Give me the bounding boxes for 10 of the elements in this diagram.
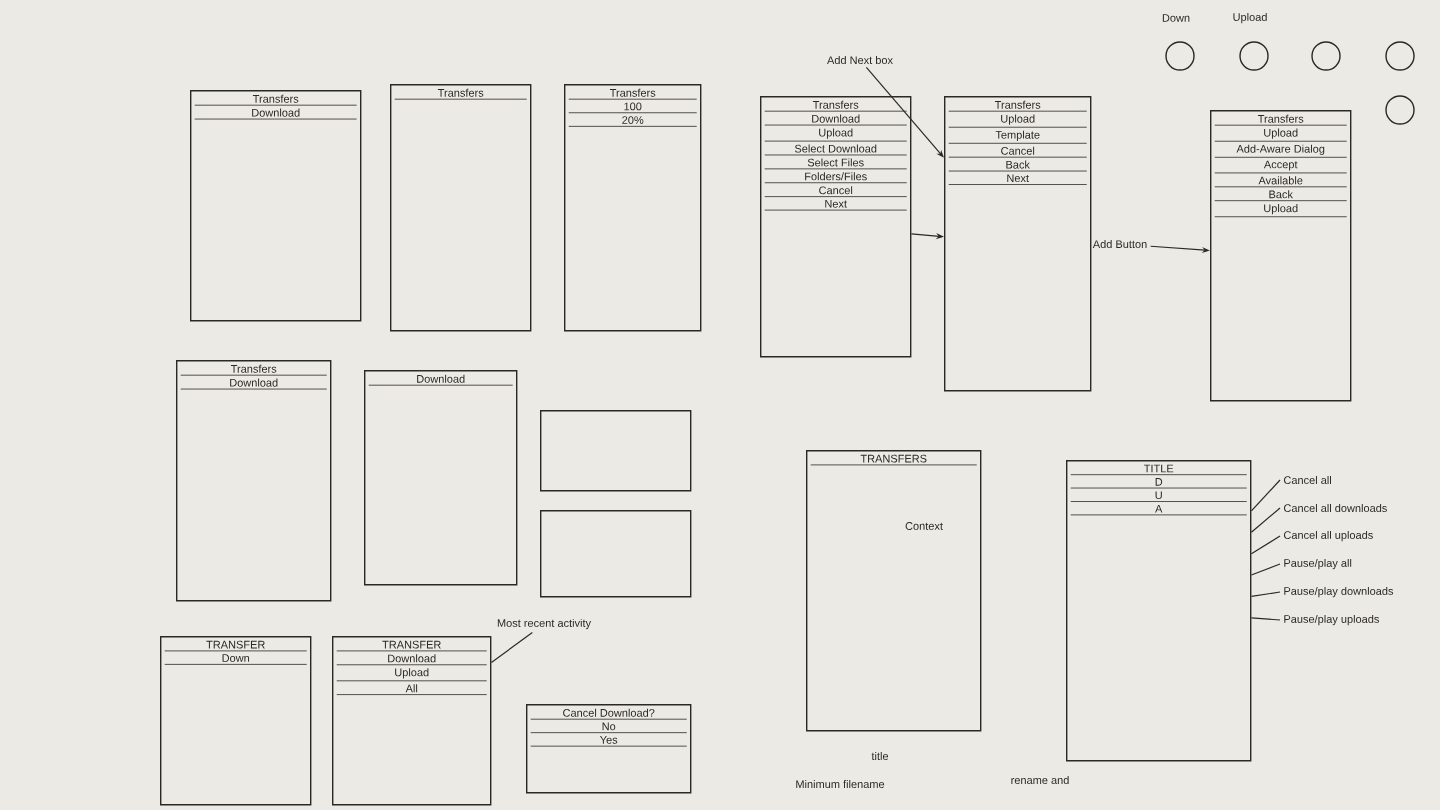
- leader-line: [1250, 507, 1281, 533]
- arrow: [865, 66, 944, 158]
- leader-line: [1250, 479, 1281, 512]
- leader-line: [1250, 617, 1281, 621]
- leader-line: [490, 631, 533, 664]
- leader-line: [1250, 591, 1281, 598]
- panel-sketch: [540, 510, 692, 598]
- leader-line: [1250, 535, 1281, 555]
- panel-sketch: [540, 410, 692, 492]
- leader-line: [1250, 563, 1281, 576]
